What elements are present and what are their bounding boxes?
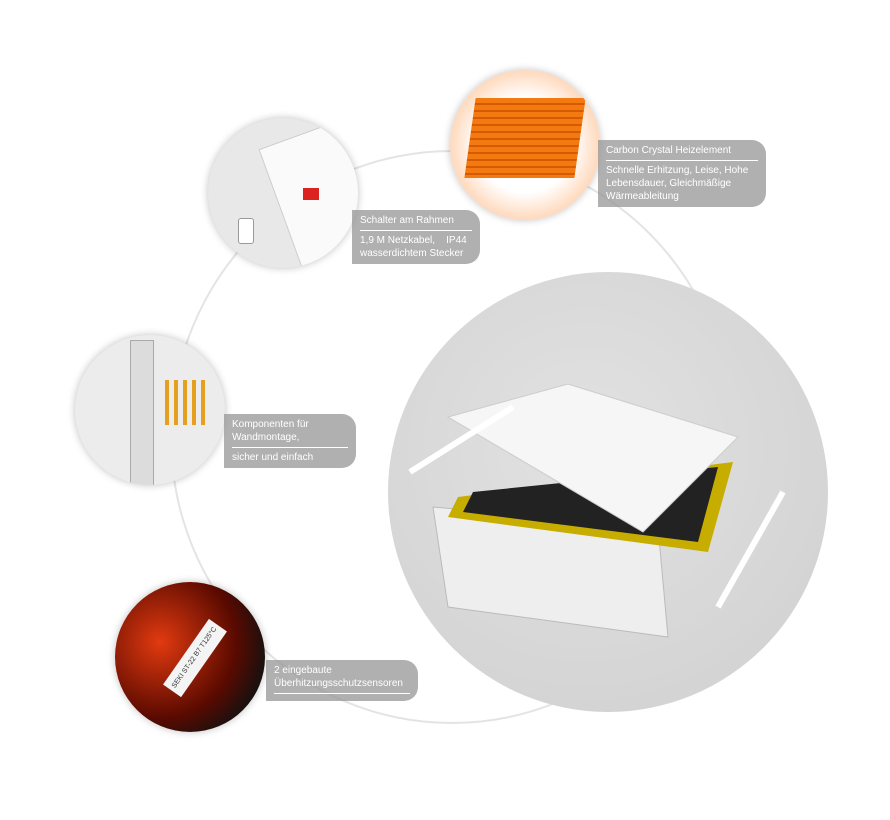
feature-label-mounting: Komponenten für Wandmontage, sicher und … (224, 414, 356, 468)
feature-title: 2 eingebaute Überhitzungsschutzsensoren (274, 665, 403, 689)
feature-label-sensors: 2 eingebaute Überhitzungsschutzsensoren (266, 660, 418, 701)
wall-bracket (130, 340, 154, 485)
red-switch-icon (303, 188, 319, 200)
feature-label-switch: Schalter am Rahmen 1,9 M Netzkabel, IP44… (352, 210, 480, 264)
sensor-thumbnail: SEKI ST-22 B7 T125°C (115, 582, 265, 732)
feature-title: Carbon Crystal Heizelement (606, 145, 732, 156)
screws-dowels-icon (165, 380, 210, 425)
feature-title: Komponenten für Wandmontage, (232, 419, 309, 443)
feature-line: 1,9 M Netzkabel, IP44 (360, 235, 467, 246)
exploded-panel-circle (388, 272, 828, 712)
feature-line: sicher und einfach (232, 452, 314, 463)
mounting-thumbnail (75, 335, 225, 485)
switch-thumbnail (208, 118, 358, 268)
feature-label-heater: Carbon Crystal Heizelement Schnelle Erhi… (598, 140, 766, 207)
heater-thumbnail (450, 70, 600, 220)
feature-line: Schnelle Erhitzung, Leise, Hohe (606, 165, 749, 176)
power-plug-icon (238, 218, 254, 244)
exploded-panel-illustration (408, 383, 786, 638)
feature-line: Wärmeableitung (606, 191, 679, 202)
feature-line: Lebensdauer, Gleichmäßige (606, 178, 732, 189)
feature-title: Schalter am Rahmen (360, 215, 454, 226)
overheat-sensor: SEKI ST-22 B7 T125°C (163, 618, 227, 698)
feature-line: wasserdichtem Stecker (360, 248, 464, 259)
carbon-heater-element (464, 98, 586, 178)
